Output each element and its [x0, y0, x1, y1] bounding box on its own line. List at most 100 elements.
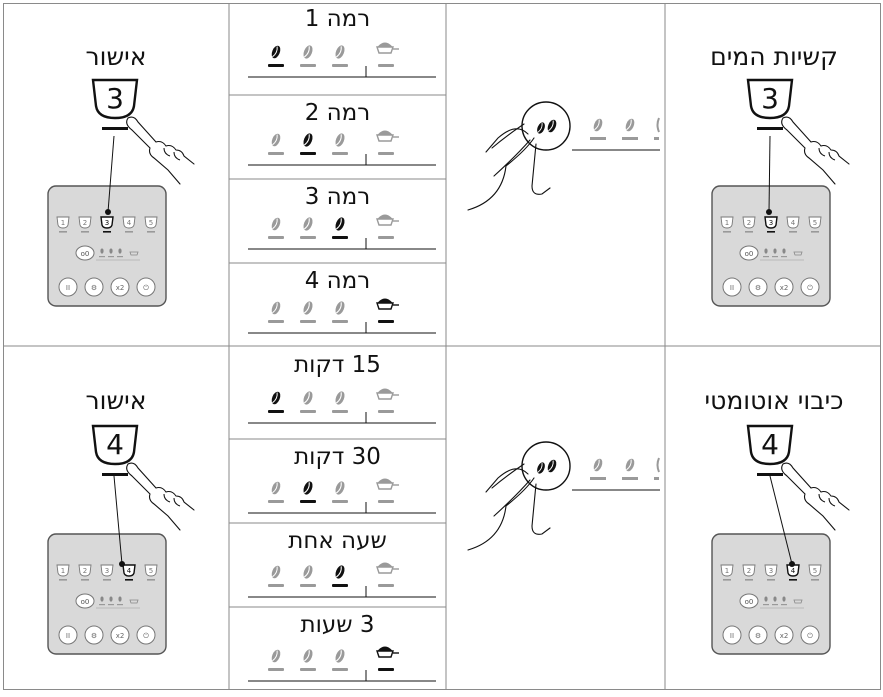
indicator-dash	[59, 579, 67, 581]
indicator-dash	[108, 256, 114, 258]
panel-round-label: II	[730, 284, 734, 292]
indicator-dash	[654, 137, 659, 140]
confirm-label: אישור	[85, 42, 147, 71]
coffee-bean-icon	[335, 45, 345, 59]
panel-round-button	[748, 277, 768, 297]
indicator-dash	[332, 584, 348, 587]
indicator-dash	[332, 410, 348, 413]
panel-program-button: 3	[764, 216, 778, 233]
panel-round-button	[774, 277, 794, 297]
indicator-dash	[723, 579, 731, 581]
coffee-bean-icon	[303, 301, 313, 315]
indicator-dash	[103, 579, 111, 581]
indicator-dash	[59, 231, 67, 233]
indicator-dash	[763, 604, 769, 606]
indicator-dash	[789, 579, 797, 581]
panel-round-button	[774, 625, 794, 645]
indicator-dash	[332, 500, 348, 503]
indicator-dash	[772, 604, 778, 606]
hand-pointer-icon	[781, 116, 850, 185]
indicator-dash	[757, 473, 783, 476]
espresso-cup-icon	[376, 214, 399, 226]
coffee-bean-icon	[537, 462, 545, 474]
panel-round-label: ⏻	[143, 284, 149, 292]
indicator-dash	[300, 500, 316, 503]
indicator-dash	[300, 320, 316, 323]
panel-round-button	[800, 277, 820, 297]
indicator-dash	[102, 127, 128, 130]
espresso-cup-icon	[376, 42, 399, 54]
coffee-bean-icon	[303, 565, 313, 579]
indicator-dash	[108, 604, 114, 606]
coffee-bean-icon	[335, 301, 345, 315]
leader-line	[107, 135, 115, 213]
panel-program-button: 2	[78, 216, 92, 233]
coffee-bean-icon	[593, 458, 603, 472]
setting-title: כיבוי אוטומטי	[704, 386, 844, 415]
panel-bean-label: o0	[745, 250, 754, 258]
indicator-dash	[757, 127, 783, 130]
panel-round-button	[110, 625, 130, 645]
panel-round-button	[84, 625, 104, 645]
hand-pointer-icon	[781, 462, 850, 531]
coffee-bean-icon	[547, 119, 557, 133]
panel-program-button: 1	[56, 564, 70, 581]
indicator-dash	[378, 668, 394, 671]
indicator-dash	[789, 231, 797, 233]
panel-button-number: 4	[791, 219, 796, 227]
coffee-bean-icon	[335, 565, 345, 579]
level-label: רמה 3	[304, 184, 371, 210]
panel-program-button: 1	[720, 216, 734, 233]
indicator-dash	[300, 152, 316, 155]
indicator-dash	[125, 579, 133, 581]
indicator-dash	[268, 236, 284, 239]
coffee-bean-icon	[271, 217, 281, 231]
panel-round-button	[136, 625, 156, 645]
indicator-dash	[378, 500, 394, 503]
panel-round-button	[58, 625, 78, 645]
setting-title: קשיות המים	[710, 42, 838, 71]
panel-button-number: 5	[813, 219, 817, 227]
espresso-cup-icon	[376, 388, 399, 400]
indicator-dash	[723, 231, 731, 233]
panel-round-button	[84, 277, 104, 297]
panel-bean-dot	[109, 596, 113, 602]
panel-program-button: 5	[144, 564, 158, 581]
leader-line	[768, 135, 771, 213]
panel-cup-icon	[793, 251, 803, 256]
bean-edge	[656, 457, 660, 473]
espresso-cup-icon	[376, 562, 399, 574]
indicator-dash	[622, 477, 638, 480]
coffee-bean-icon	[335, 391, 345, 405]
panel-program-button: 5	[144, 216, 158, 233]
indicator-dash	[332, 668, 348, 671]
level-strip	[248, 42, 436, 78]
leader-line	[769, 475, 793, 565]
level-strip	[248, 562, 436, 598]
panel-round-label: ⚙	[755, 632, 761, 640]
level-label: 3 שעות	[300, 612, 375, 638]
indicator-dash	[117, 604, 123, 606]
indicator-dash	[763, 256, 769, 258]
panel-program-button: 4	[786, 216, 800, 233]
coffee-bean-icon	[271, 301, 281, 315]
panel-round-button	[722, 625, 742, 645]
panel-round-label: x2	[780, 284, 789, 292]
panel-bean-button	[75, 593, 95, 609]
level-strip	[248, 130, 436, 166]
panel-button-number: 1	[725, 219, 729, 227]
leader-dot	[789, 561, 795, 567]
indicator-dash	[268, 320, 284, 323]
hand-pointer-icon	[126, 116, 195, 185]
panel-bean-dot	[782, 248, 786, 254]
level-strip	[248, 298, 436, 334]
panel-program-button: 3	[100, 216, 114, 233]
panel-cup-icon	[129, 251, 139, 256]
hand-pointer-icon	[126, 462, 195, 531]
indicator-dash	[81, 579, 89, 581]
hand-pointer-icon	[467, 123, 551, 211]
indicator-dash	[125, 231, 133, 233]
